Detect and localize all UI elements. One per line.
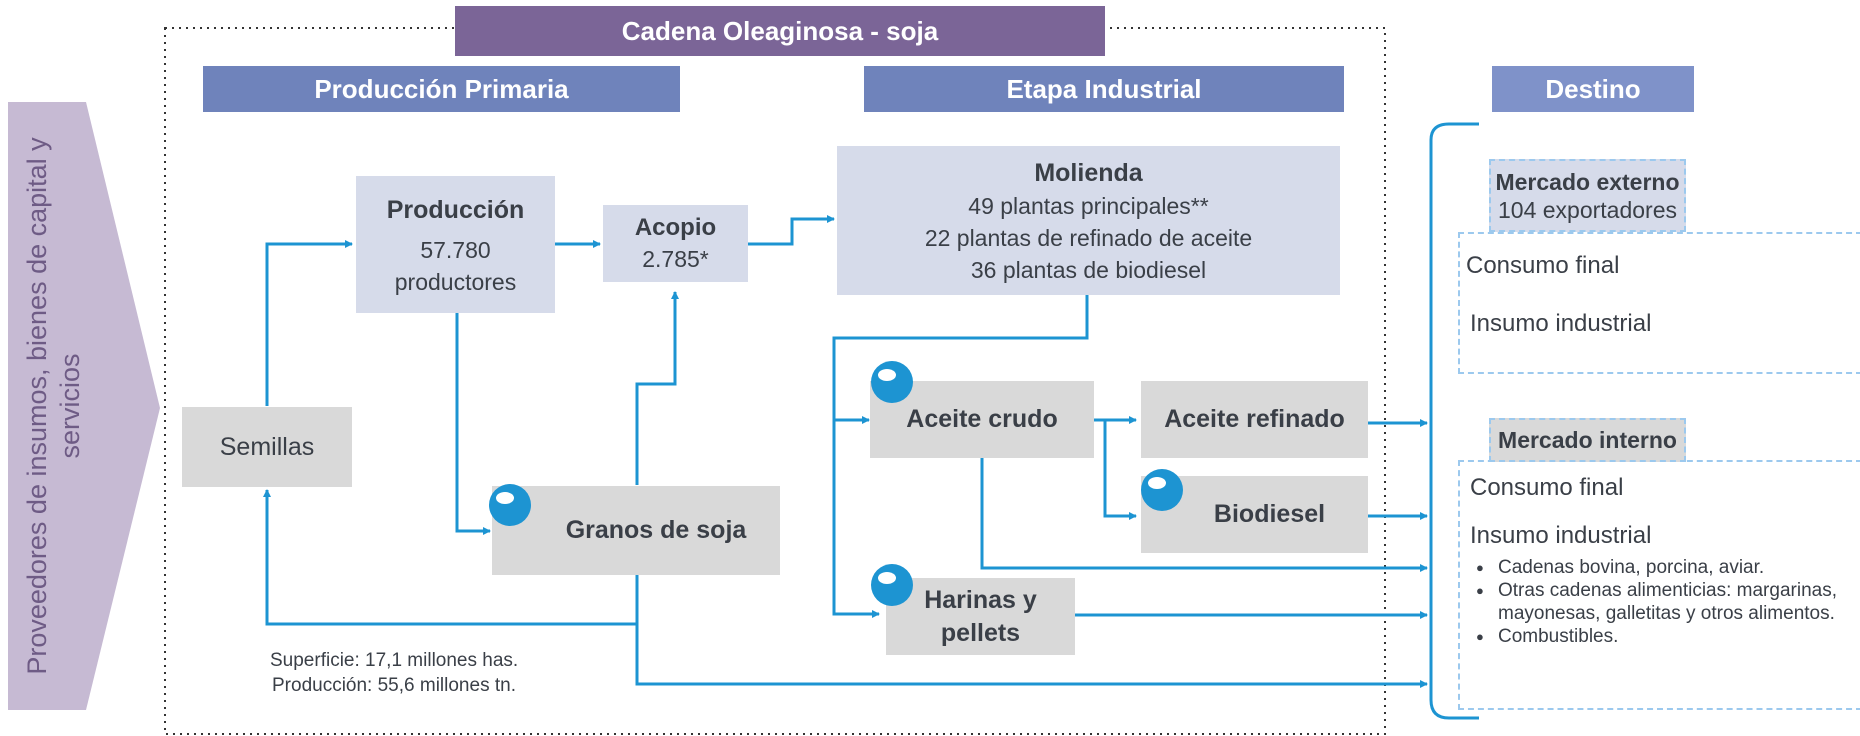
chain-title-text: Cadena Oleaginosa - soja bbox=[621, 15, 939, 46]
node-biodiesel-label: Biodiesel bbox=[1213, 500, 1326, 528]
node-aceite-crudo-label: Aceite crudo bbox=[906, 405, 1058, 433]
molienda-line: 22 plantas de refinado de aceite bbox=[924, 224, 1253, 251]
bubble-icon bbox=[1140, 468, 1184, 512]
node-aceite-refinado: Aceite refinado bbox=[1141, 381, 1368, 458]
node-semillas: Semillas bbox=[182, 407, 352, 487]
section-primary: Producción Primaria bbox=[203, 66, 680, 112]
bullet-item: Combustibles. bbox=[1472, 625, 1852, 648]
providers-label: Proveedores de insumos, bienes de capita… bbox=[4, 136, 104, 676]
mercado-interno-tag: Mercado interno bbox=[1489, 418, 1686, 462]
node-semillas-label: Semillas bbox=[219, 433, 315, 461]
section-destino: Destino bbox=[1492, 66, 1694, 112]
node-aceite-crudo: Aceite crudo bbox=[870, 381, 1094, 458]
providers-label-text: Proveedores de insumos, bienes de capita… bbox=[22, 137, 85, 675]
stat-produccion: Producción: 55,6 millones tn. bbox=[272, 675, 516, 696]
node-produccion-unit: productores bbox=[394, 268, 517, 295]
interno-bullet-list: Cadenas bovina, porcina, aviar. Otras ca… bbox=[1472, 556, 1852, 648]
arrow-acopio-molienda bbox=[748, 215, 835, 246]
arrow-crudo-biodiesel bbox=[1103, 420, 1137, 520]
node-produccion-title: Producción bbox=[386, 195, 525, 224]
chain-title: Cadena Oleaginosa - soja bbox=[455, 6, 1105, 56]
bullet-item: Otras cadenas alimenticias: margarinas, … bbox=[1472, 579, 1852, 625]
bubble-icon bbox=[870, 360, 914, 404]
node-aceite-refinado-label: Aceite refinado bbox=[1164, 405, 1345, 433]
bullet-item: Cadenas bovina, porcina, aviar. bbox=[1472, 556, 1852, 579]
node-granos: Granos de soja bbox=[492, 486, 780, 575]
section-destino-label: Destino bbox=[1545, 73, 1641, 104]
mercado-interno-title: Mercado interno bbox=[1498, 426, 1677, 453]
arrow-crudo-destino bbox=[980, 458, 1428, 572]
stats-block: Superficie: 17,1 millones has. Producció… bbox=[270, 648, 590, 698]
bubble-icon bbox=[488, 483, 532, 527]
arrow-produccion-granos bbox=[455, 312, 491, 535]
destino-bracket bbox=[1429, 122, 1479, 720]
node-harinas-line1: Harinas y bbox=[924, 585, 1037, 614]
arrow-molienda-distribution bbox=[832, 295, 1089, 618]
arrow-granos-acopio bbox=[635, 291, 679, 485]
node-produccion-count: 57.780 bbox=[420, 236, 491, 263]
node-acopio: Acopio 2.785* bbox=[603, 205, 748, 282]
mercado-interno-panel: Consumo final Insumo industrial Cadenas … bbox=[1458, 460, 1860, 710]
arrow-granos-destino bbox=[635, 575, 1428, 688]
mercado-externo-tag: Mercado externo 104 exportadores bbox=[1489, 159, 1686, 232]
node-acopio-value: 2.785* bbox=[642, 245, 709, 272]
section-industrial-label: Etapa Industrial bbox=[1006, 73, 1202, 104]
mercado-externo-panel: Consumo final Insumo industrial bbox=[1458, 232, 1860, 374]
bubble-icon bbox=[870, 563, 914, 607]
externo-consumo-final: Consumo final bbox=[1466, 252, 1620, 279]
stat-superficie: Superficie: 17,1 millones has. bbox=[270, 650, 519, 671]
mercado-externo-subtitle: 104 exportadores bbox=[1497, 196, 1677, 223]
node-molienda: Molienda 49 plantas principales** 22 pla… bbox=[837, 146, 1340, 295]
mercado-externo-title: Mercado externo bbox=[1495, 168, 1680, 195]
node-produccion: Producción 57.780 productores bbox=[356, 176, 555, 313]
arrow-semillas-produccion bbox=[265, 240, 353, 406]
interno-consumo-final: Consumo final bbox=[1470, 474, 1624, 501]
interno-insumo-industrial: Insumo industrial bbox=[1470, 522, 1652, 549]
providers-arrow-shape bbox=[8, 102, 160, 710]
externo-insumo-industrial: Insumo industrial bbox=[1470, 310, 1652, 337]
molienda-line: 49 plantas principales** bbox=[968, 192, 1209, 219]
node-harinas: Harinas y pellets bbox=[886, 578, 1075, 655]
molienda-line: 36 plantas de biodiesel bbox=[970, 256, 1207, 283]
node-molienda-title: Molienda bbox=[1034, 158, 1143, 187]
node-harinas-line2: pellets bbox=[940, 618, 1021, 647]
section-primary-label: Producción Primaria bbox=[314, 73, 569, 104]
node-acopio-title: Acopio bbox=[634, 213, 717, 241]
node-granos-label: Granos de soja bbox=[565, 516, 747, 544]
section-industrial: Etapa Industrial bbox=[864, 66, 1344, 112]
